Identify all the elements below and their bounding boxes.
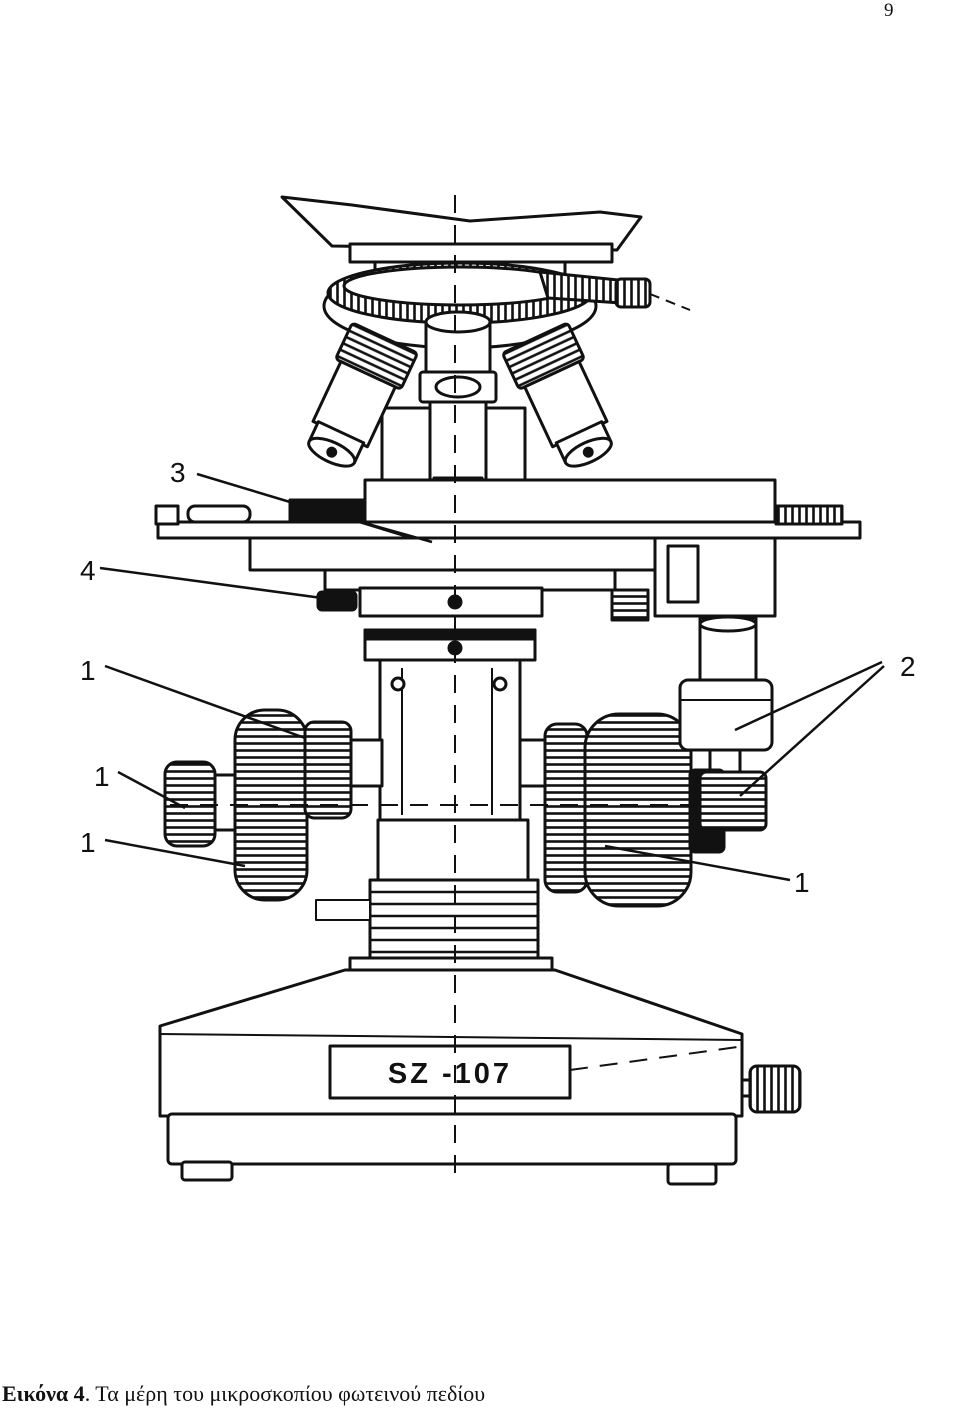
leader-1d [604,844,791,882]
column [378,658,522,824]
leader-1b [117,770,186,810]
nosepiece [322,261,598,350]
stage-rack [610,536,777,622]
callouts: 3 4 1 1 1 2 1 [80,457,916,898]
axis-lines [170,195,746,1180]
stage-movement-knobs [678,615,774,854]
condenser [316,568,617,618]
leader-lines [99,472,885,882]
callout-1-upper: 1 [80,655,96,686]
leader-1a [104,664,306,740]
base [158,968,802,1186]
objective-left [307,322,418,468]
condenser-ring [363,628,537,662]
callout-2: 2 [900,651,916,682]
leader-2a [734,660,883,732]
model-plate-text: SZ -107 [388,1058,512,1090]
leader-3 [196,472,433,544]
filter-knob [538,270,691,311]
objective-right [502,322,613,468]
figure-caption: Εικόνα 4. Τα μέρη του μικροσκοπίου φωτει… [2,1381,485,1407]
under-stage-block [248,536,657,572]
leader-1c [104,838,246,868]
caption-label: Εικόνα 4 [2,1381,85,1406]
callout-3: 3 [170,457,186,488]
page-number: 9 [884,0,894,21]
callout-1-lower: 1 [80,827,96,858]
right-focus-knobs [518,712,693,908]
callout-1-middle: 1 [94,761,110,792]
model-plate: SZ -107 [328,1044,572,1100]
microscope-drawing: SZ -107 3 4 1 1 1 2 1 [80,195,916,1186]
callout-4: 4 [80,555,96,586]
leader-4 [99,566,323,600]
caption-text: . Τα μέρη του μικροσκοπίου φωτεινού πεδί… [84,1381,486,1406]
stage [154,478,862,546]
lower-column [315,818,554,974]
leader-2b [739,665,885,797]
callout-1-right: 1 [794,867,810,898]
